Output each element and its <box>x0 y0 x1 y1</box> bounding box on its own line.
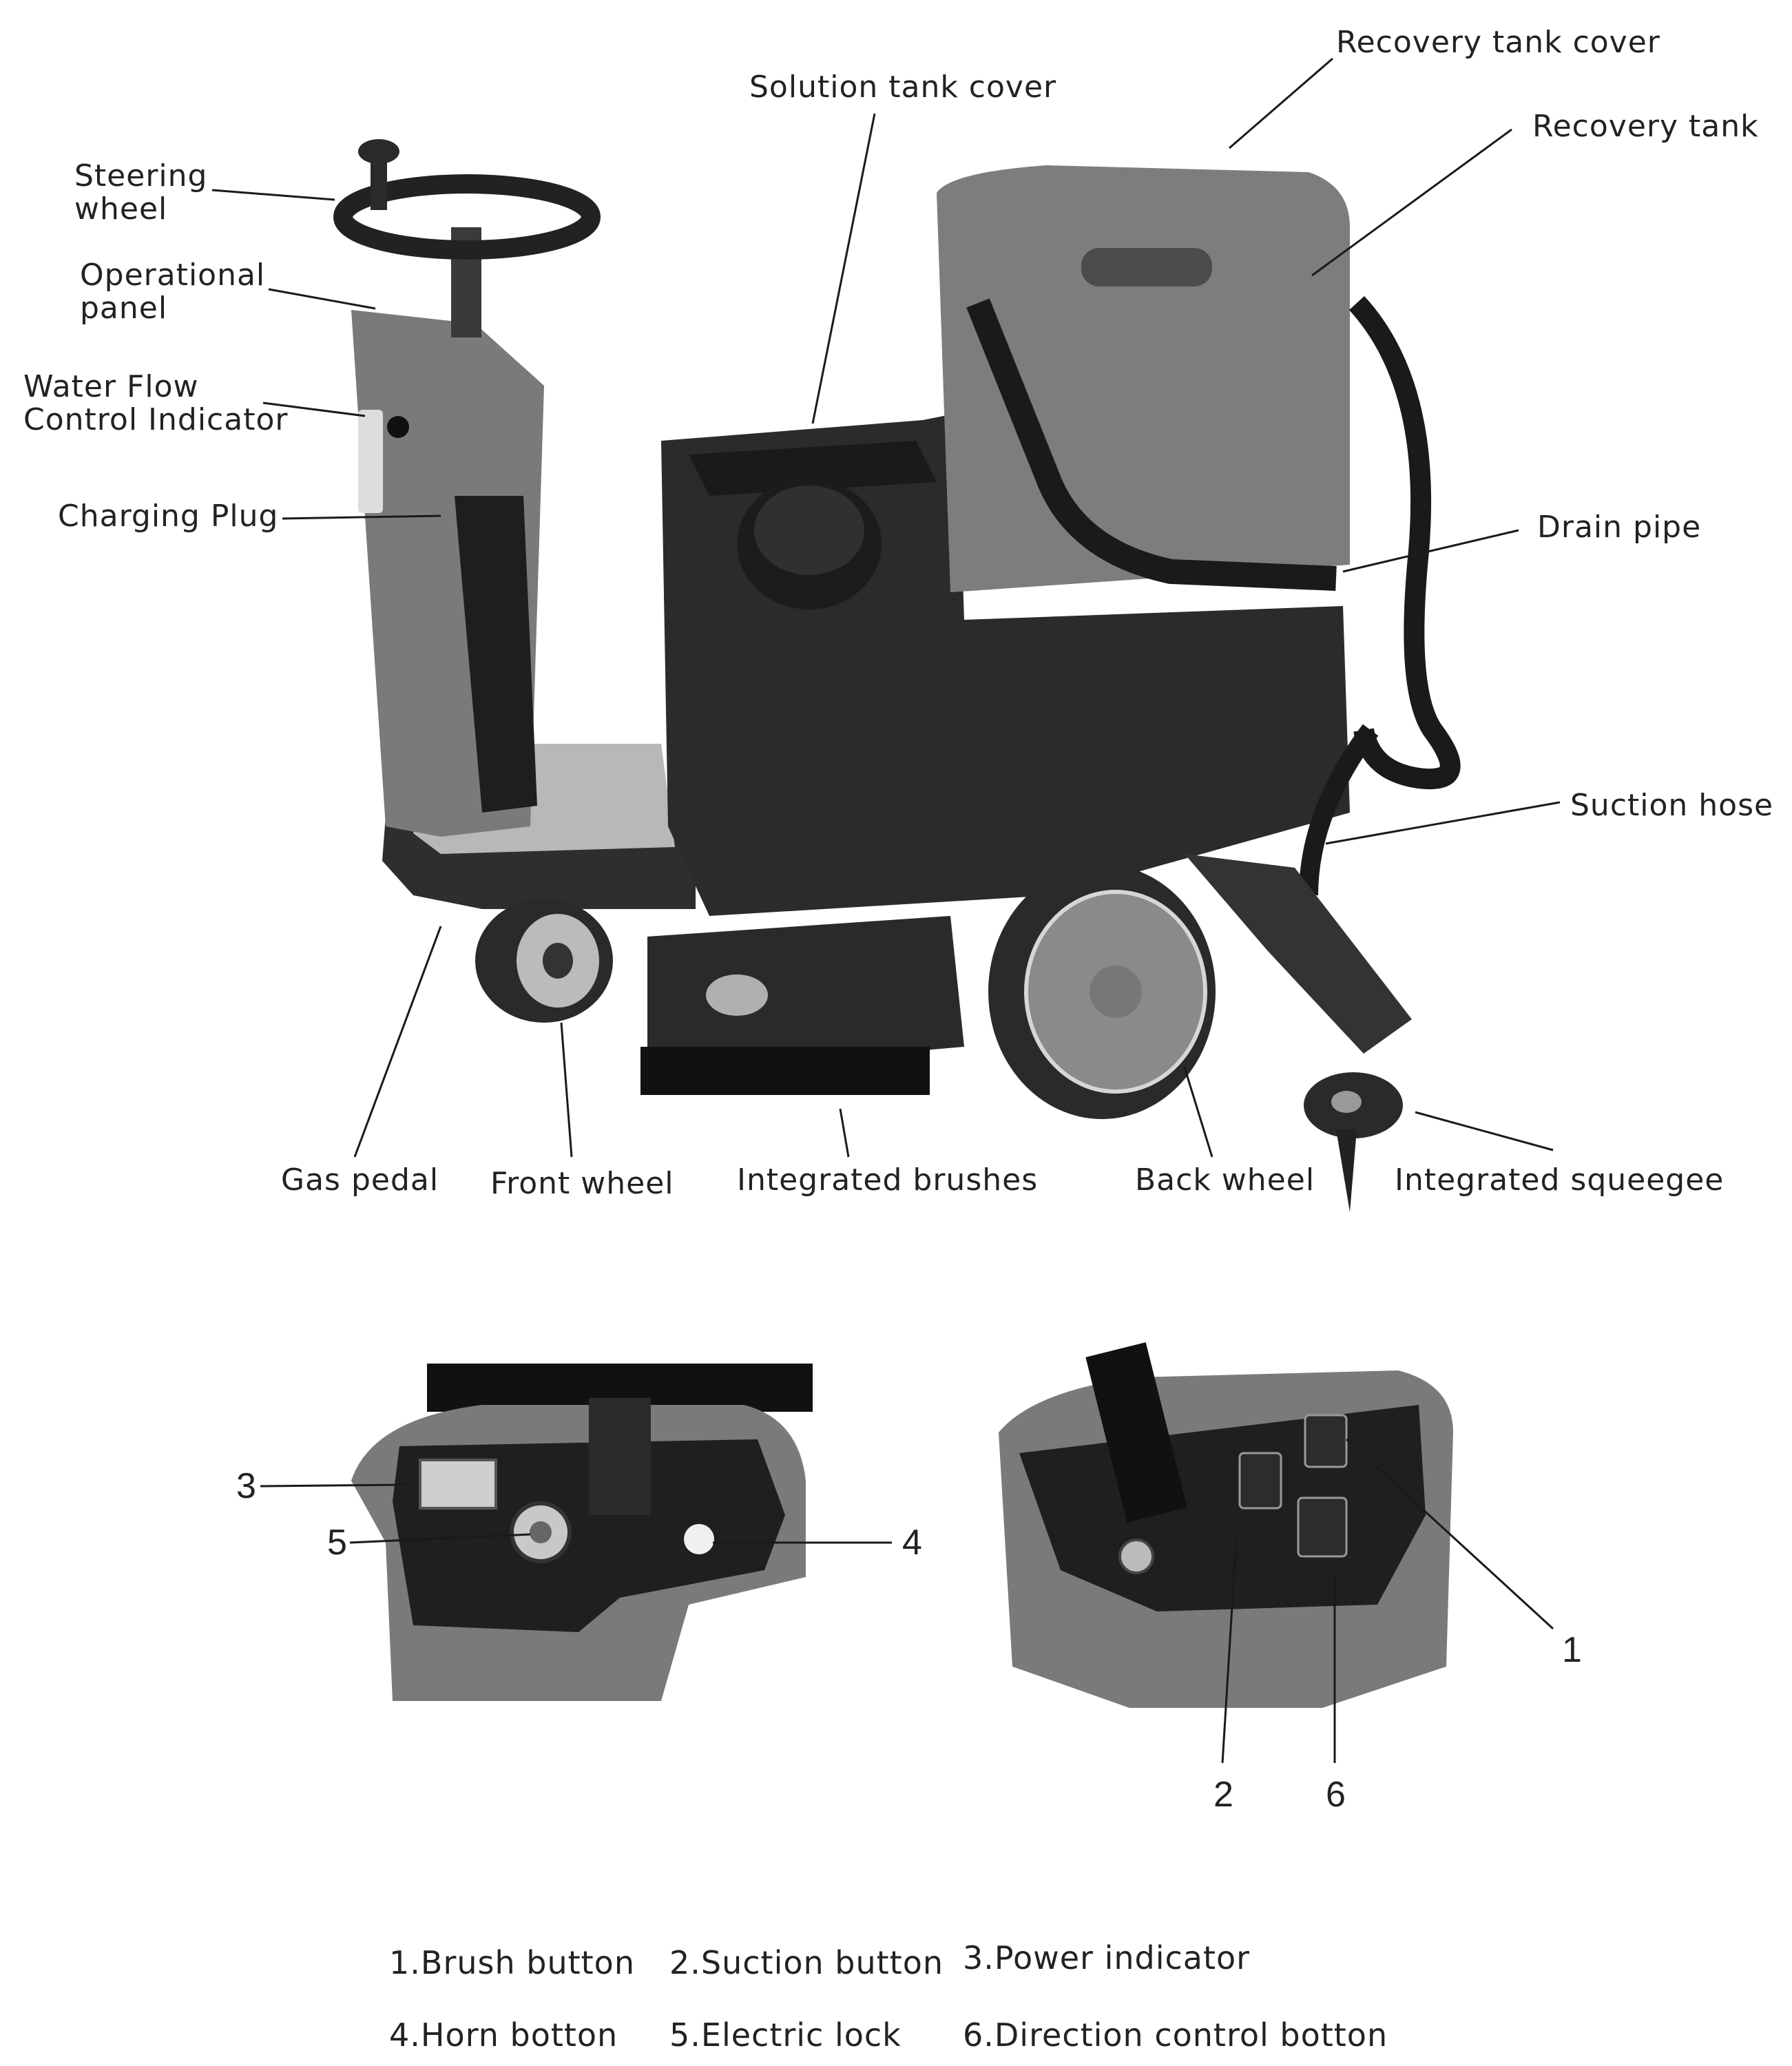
legend-item-electric-lock: 5.Electric lock <box>669 2016 902 2054</box>
label-operational-panel: Operational panel <box>80 259 265 325</box>
label-back-wheel: Back wheel <box>1135 1162 1315 1198</box>
label-operational-panel-line1: Operational <box>80 258 266 293</box>
label-front-wheel: Front wheel <box>490 1166 674 1201</box>
callout-1: 1 <box>1562 1630 1582 1670</box>
scrubber-machine-illustration <box>333 139 1461 1212</box>
label-drain-pipe: Drain pipe <box>1537 510 1702 545</box>
label-water-flow-control-indicator: Water Flow Control Indicator <box>23 371 288 437</box>
label-steering-wheel: Steering wheel <box>74 160 207 226</box>
label-recovery-tank-cover: Recovery tank cover <box>1336 25 1660 60</box>
label-integrated-brushes: Integrated brushes <box>737 1162 1039 1198</box>
callout-6: 6 <box>1326 1775 1346 1815</box>
label-charging-plug: Charging Plug <box>58 499 279 534</box>
callout-4: 4 <box>902 1523 922 1563</box>
legend-item-direction-control-button: 6.Direction control botton <box>963 2016 1388 2054</box>
label-water-flow-line1: Water Flow <box>23 369 199 404</box>
label-water-flow-line2: Control Indicator <box>23 402 289 437</box>
operational-panel-left-illustration <box>351 1364 813 1701</box>
label-integrated-squeegee: Integrated squeegee <box>1395 1162 1725 1198</box>
label-steering-wheel-line2: wheel <box>74 191 168 227</box>
legend-item-suction-button: 2.Suction button <box>669 1944 944 1981</box>
label-gas-pedal: Gas pedal <box>281 1162 439 1198</box>
callout-3: 3 <box>236 1466 256 1506</box>
operational-panel-right-illustration <box>999 1342 1453 1708</box>
label-operational-panel-line2: panel <box>80 291 168 326</box>
label-suction-hose: Suction hose <box>1570 788 1774 823</box>
callout-2: 2 <box>1213 1775 1233 1815</box>
legend-item-brush-button: 1.Brush button <box>389 1944 635 1981</box>
label-steering-wheel-line1: Steering <box>74 158 208 194</box>
label-recovery-tank: Recovery tank <box>1532 109 1759 144</box>
label-solution-tank-cover: Solution tank cover <box>749 70 1057 105</box>
leader-lines <box>211 57 1561 1764</box>
callout-5: 5 <box>327 1523 347 1563</box>
legend-item-horn-button: 4.Horn botton <box>389 2016 618 2054</box>
legend-item-power-indicator: 3.Power indicator <box>963 1939 1251 1976</box>
